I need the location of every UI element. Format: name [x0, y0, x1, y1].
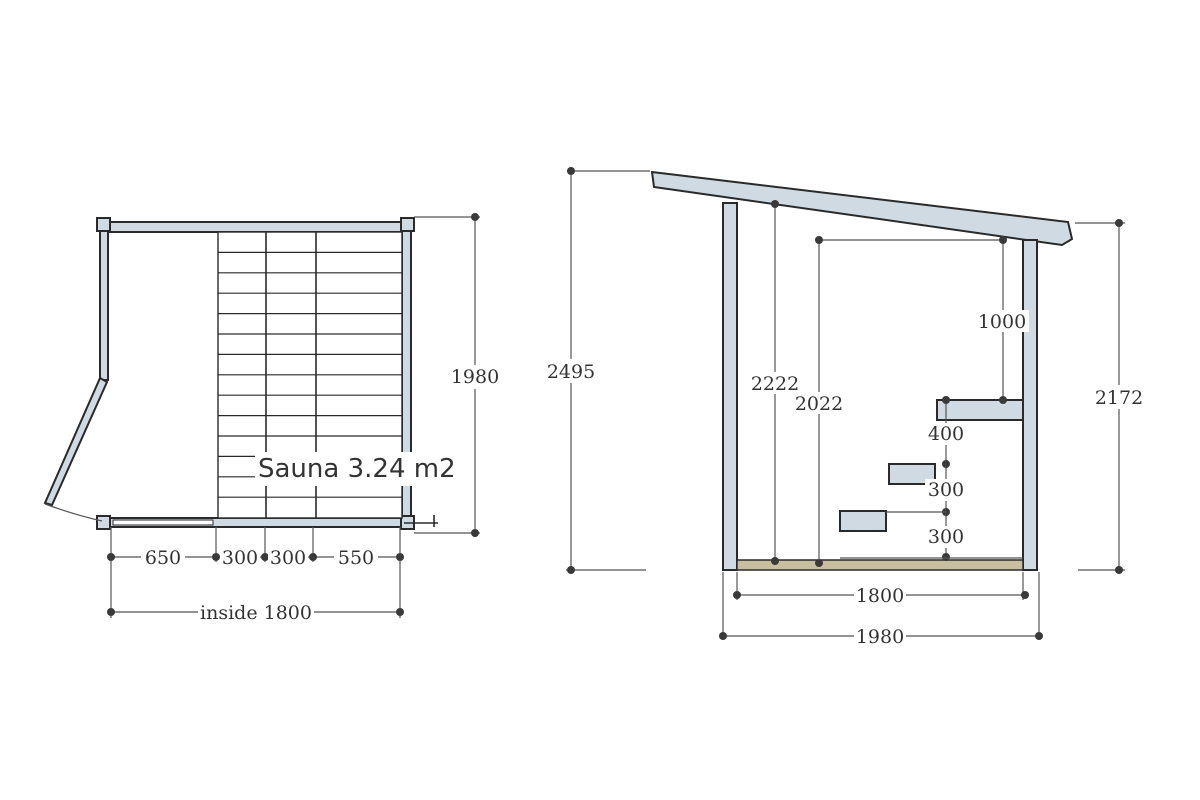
step-dim-300-b: 300 — [928, 526, 964, 548]
roof — [650, 170, 1074, 247]
bench-dim-300-b: 300 — [270, 547, 306, 569]
inside-width-label: inside 1800 — [200, 602, 312, 624]
step-dim-400: 400 — [928, 423, 964, 445]
front-inner-height-label: 2222 — [751, 373, 799, 395]
door-leaf — [43, 376, 109, 507]
plan-top-wall — [99, 221, 411, 233]
outside-section-width-label: 1980 — [856, 626, 904, 648]
bench-dim-650: 650 — [145, 547, 181, 569]
middle-bench — [888, 463, 936, 485]
step-dim-300-a: 300 — [928, 479, 964, 501]
section-elevation: 2495 2172 2222 2022 1000 — [545, 167, 1145, 648]
upper-gap-label: 1000 — [978, 311, 1026, 333]
depth-dimension-label: 1980 — [451, 366, 499, 388]
rear-height-label: 2172 — [1095, 387, 1143, 409]
front-wall — [722, 202, 738, 571]
upper-bench — [936, 399, 1024, 421]
lower-bench — [839, 510, 887, 532]
corner-post-tl — [96, 217, 111, 232]
room-label: Sauna 3.24 m2 — [258, 454, 456, 484]
floor — [736, 559, 1024, 571]
inner-ceiling-height-label: 2022 — [795, 393, 843, 415]
door-swing-arc — [44, 503, 103, 522]
corner-post-tr — [400, 217, 415, 232]
plan-left-wall — [99, 229, 109, 381]
window — [112, 519, 214, 526]
bench-dim-550: 550 — [338, 547, 374, 569]
rear-wall — [1022, 239, 1038, 571]
floor-plan: Sauna 3.24 m2 1980 650 300 300 550 — [43, 213, 501, 624]
corner-post-bl — [96, 515, 111, 530]
bench-dim-300-a: 300 — [222, 547, 258, 569]
inside-section-width-label: 1800 — [856, 585, 904, 607]
total-height-label: 2495 — [547, 361, 595, 383]
